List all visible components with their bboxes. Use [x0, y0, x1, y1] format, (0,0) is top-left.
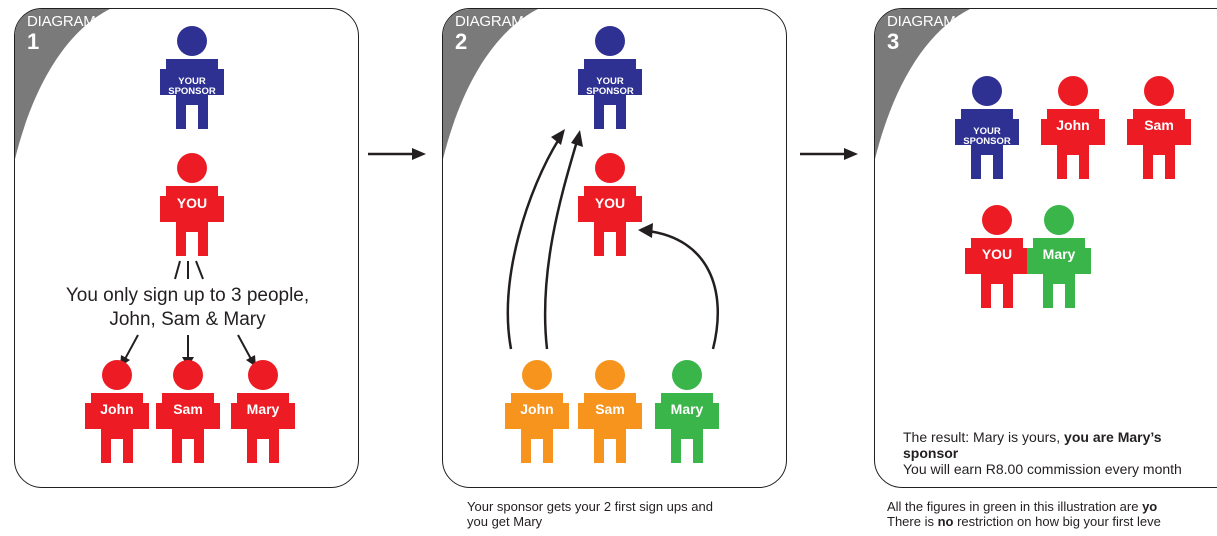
- person-icon: [1041, 76, 1105, 179]
- figure-you: YOU: [160, 152, 224, 262]
- diagram-2-caption: Your sponsor gets your 2 first sign ups …: [467, 499, 713, 529]
- figure-sam: Sam: [1127, 75, 1191, 185]
- diagram-number: 3: [887, 29, 900, 54]
- diagram-number: 2: [455, 29, 468, 54]
- person-icon: [965, 205, 1029, 308]
- instruction-text: You only sign up to 3 people,John, Sam &…: [65, 285, 310, 330]
- figure-label: YOU: [594, 195, 626, 211]
- corner-tab: [875, 9, 970, 159]
- person-icon: [955, 76, 1019, 179]
- person-icon: [578, 26, 642, 129]
- figure-label: Sam: [595, 401, 625, 417]
- figure-label: YOUR: [973, 126, 1001, 137]
- diagram-number: 1: [27, 29, 40, 54]
- figure-label: Sam: [173, 401, 203, 417]
- corner-tab: [15, 9, 110, 159]
- figure-mary: Mary: [1027, 204, 1091, 314]
- person-icon: [160, 26, 224, 129]
- figure-label: YOU: [176, 195, 208, 211]
- person-icon: [156, 360, 220, 463]
- figure-sam: Sam: [578, 359, 642, 469]
- figure-john: John: [1041, 75, 1105, 185]
- diagram-label: DIAGRAM: [887, 13, 956, 30]
- figure-label: John: [1056, 117, 1090, 133]
- figure-you: YOU: [578, 152, 642, 262]
- figure-label: Mary: [670, 401, 704, 417]
- figure-label: Sam: [1144, 117, 1174, 133]
- person-icon: [1127, 76, 1191, 179]
- person-icon: [160, 153, 224, 256]
- transfer-arrows: [506, 129, 720, 350]
- person-icon: [578, 153, 642, 256]
- figure-label: John: [100, 401, 134, 417]
- person-icon: [505, 360, 569, 463]
- diagram-label: DIAGRAM: [27, 13, 96, 30]
- figure-label: YOUR: [178, 76, 206, 87]
- figure-label: YOUR: [596, 76, 624, 87]
- figure-mary: Mary: [655, 359, 719, 469]
- person-icon: [655, 360, 719, 463]
- next-arrow-icon: [800, 148, 858, 160]
- figure-john: John: [505, 359, 569, 469]
- figure-label: John: [520, 401, 554, 417]
- figure-sam: Sam: [156, 359, 220, 469]
- person-icon: [578, 360, 642, 463]
- result-text: The result: Mary is yours, you are Mary’…: [903, 429, 1182, 477]
- figure-label: YOU: [981, 246, 1013, 262]
- corner-tab: [443, 9, 538, 159]
- figure-mary: Mary: [231, 359, 295, 469]
- figure-label: Mary: [246, 401, 280, 417]
- diagram-label: DIAGRAM: [455, 13, 524, 30]
- diagram-3-caption: All the figures in green in this illustr…: [887, 499, 1161, 529]
- next-arrow-icon: [368, 148, 426, 160]
- figure-john: John: [85, 359, 149, 469]
- figure-you: YOU: [965, 204, 1029, 314]
- person-icon: [85, 360, 149, 463]
- person-icon: [231, 360, 295, 463]
- person-icon: [1027, 205, 1091, 308]
- figure-label: Mary: [1042, 246, 1076, 262]
